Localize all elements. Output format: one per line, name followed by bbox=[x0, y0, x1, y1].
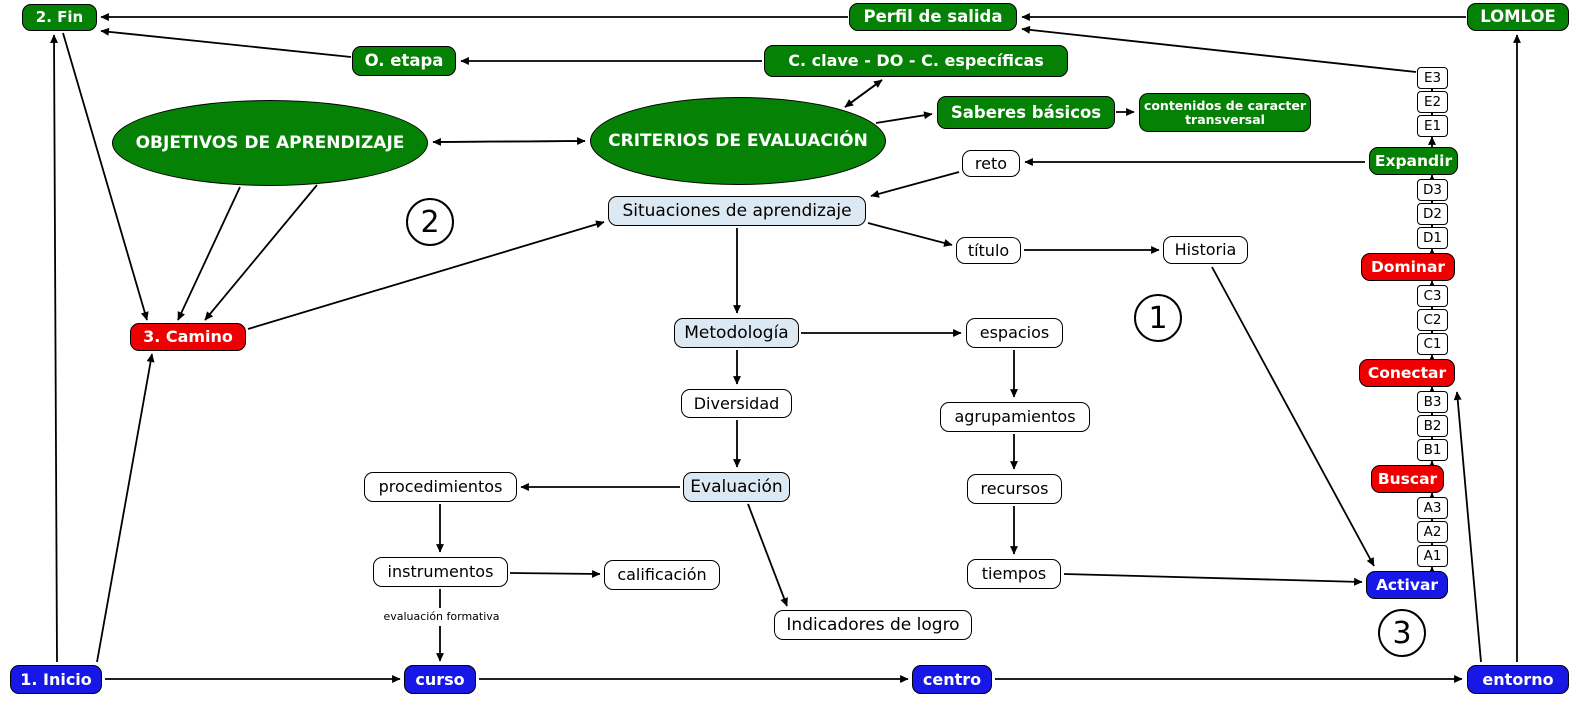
node-centro[interactable]: centro bbox=[912, 665, 992, 694]
level-activar[interactable]: Activar bbox=[1366, 571, 1448, 599]
level-buscar[interactable]: Buscar bbox=[1371, 465, 1444, 493]
node-evaluacion[interactable]: Evaluación bbox=[683, 472, 790, 502]
level-conectar[interactable]: Conectar bbox=[1359, 359, 1455, 387]
edge-entorno-conectar bbox=[1453, 391, 1482, 663]
edge-instrumentos-calificacion bbox=[509, 569, 601, 578]
node-indicadores-logro[interactable]: Indicadores de logro bbox=[774, 610, 972, 640]
level-d2[interactable]: D2 bbox=[1417, 203, 1448, 225]
node-diversidad[interactable]: Diversidad bbox=[681, 389, 792, 418]
edge-tiempos-activar bbox=[1063, 573, 1363, 586]
edge-criterios-saberes bbox=[875, 111, 933, 124]
level-expandir[interactable]: Expandir bbox=[1369, 147, 1458, 175]
badge-1: 1 bbox=[1134, 294, 1182, 342]
node-agrupamientos[interactable]: agrupamientos bbox=[940, 402, 1090, 432]
edge-reto-situaciones bbox=[870, 171, 960, 198]
node-camino[interactable]: 3. Camino bbox=[130, 323, 246, 351]
node-o-etapa[interactable]: O. etapa bbox=[352, 46, 456, 76]
level-e1[interactable]: E1 bbox=[1417, 115, 1448, 137]
node-procedimientos[interactable]: procedimientos bbox=[364, 472, 517, 502]
level-b3[interactable]: B3 bbox=[1417, 391, 1448, 413]
level-a2[interactable]: A2 bbox=[1417, 521, 1448, 543]
edge-objetivos-camino-2 bbox=[204, 184, 318, 321]
edge-levels-perfil bbox=[1021, 25, 1417, 73]
level-c3[interactable]: C3 bbox=[1417, 285, 1448, 307]
edge-inicio-camino bbox=[96, 353, 155, 663]
node-saberes-basicos[interactable]: Saberes básicos bbox=[937, 96, 1115, 129]
level-b2[interactable]: B2 bbox=[1417, 415, 1448, 437]
node-objetivos-aprendizaje[interactable]: OBJETIVOS DE APRENDIZAJE bbox=[112, 100, 428, 186]
badge-3: 3 bbox=[1378, 609, 1426, 657]
node-reto[interactable]: reto bbox=[962, 150, 1020, 177]
node-lomloe[interactable]: LOMLOE bbox=[1467, 3, 1569, 31]
node-curso[interactable]: curso bbox=[404, 665, 476, 694]
linking-phrase-evaluacion-formativa[interactable]: evaluación formativa bbox=[377, 608, 506, 626]
edge-inicio-fin bbox=[50, 34, 58, 663]
node-perfil-salida[interactable]: Perfil de salida bbox=[849, 3, 1017, 31]
level-c2[interactable]: C2 bbox=[1417, 309, 1448, 331]
level-a3[interactable]: A3 bbox=[1417, 497, 1448, 519]
node-situaciones-aprendizaje[interactable]: Situaciones de aprendizaje bbox=[608, 196, 866, 226]
edge-situaciones-titulo bbox=[867, 222, 953, 247]
node-metodologia[interactable]: Metodología bbox=[674, 318, 799, 348]
edge-cclave-criterios bbox=[844, 79, 883, 108]
edge-camino-situaciones bbox=[247, 220, 605, 330]
node-fin[interactable]: 2. Fin bbox=[22, 4, 97, 31]
level-a1[interactable]: A1 bbox=[1417, 545, 1448, 567]
edge-criterios-objetivos bbox=[432, 137, 586, 146]
edge-objetivos-camino-1 bbox=[177, 186, 241, 321]
level-e3[interactable]: E3 bbox=[1417, 67, 1448, 89]
node-c-clave[interactable]: C. clave - DO - C. específicas bbox=[764, 45, 1068, 77]
node-tiempos[interactable]: tiempos bbox=[967, 559, 1061, 589]
node-titulo[interactable]: título bbox=[956, 237, 1021, 264]
level-c1[interactable]: C1 bbox=[1417, 333, 1448, 355]
node-recursos[interactable]: recursos bbox=[967, 474, 1062, 504]
level-d1[interactable]: D1 bbox=[1417, 227, 1448, 249]
node-criterios-evaluacion[interactable]: CRITERIOS DE EVALUACIÓN bbox=[590, 97, 886, 185]
badge-2: 2 bbox=[406, 198, 454, 246]
node-entorno[interactable]: entorno bbox=[1467, 665, 1569, 694]
level-e2[interactable]: E2 bbox=[1417, 91, 1448, 113]
edge-historia-activar bbox=[1211, 266, 1375, 567]
level-d3[interactable]: D3 bbox=[1417, 179, 1448, 201]
node-calificacion[interactable]: calificación bbox=[604, 560, 720, 590]
node-historia[interactable]: Historia bbox=[1163, 236, 1248, 264]
node-inicio[interactable]: 1. Inicio bbox=[10, 665, 102, 694]
node-instrumentos[interactable]: instrumentos bbox=[373, 557, 508, 587]
node-espacios[interactable]: espacios bbox=[966, 318, 1063, 348]
level-b1[interactable]: B1 bbox=[1417, 439, 1448, 461]
edge-evaluacion-indicadores bbox=[747, 503, 788, 607]
node-contenidos-transversal[interactable]: contenidos de caracter transversal bbox=[1139, 93, 1311, 132]
edge-fin-camino bbox=[62, 32, 149, 321]
level-dominar[interactable]: Dominar bbox=[1361, 253, 1455, 281]
edge-oetapa-fin bbox=[100, 27, 352, 58]
